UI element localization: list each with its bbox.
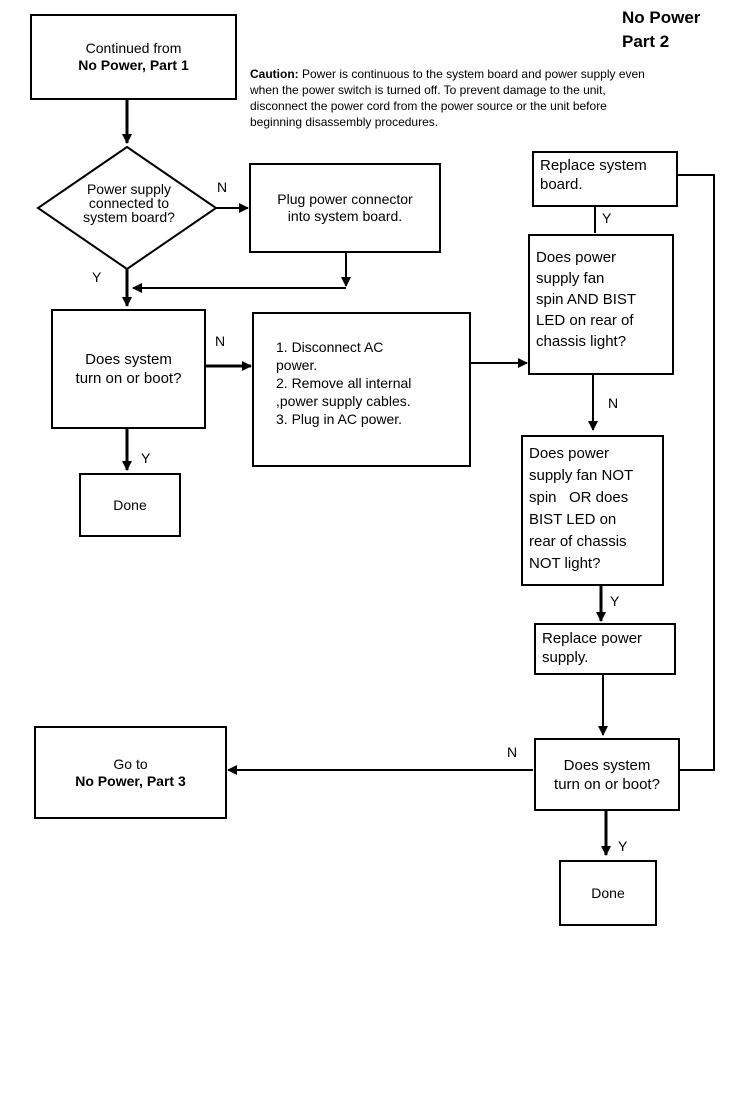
go-to-part3-line2: No Power, Part 3 [75, 772, 186, 789]
disconnect-line5: 3. Plug in AC power. [276, 411, 403, 427]
fan-spin-line5: chassis light? [536, 333, 627, 350]
replace-board-box: Replace system board. [532, 151, 678, 207]
fan-not-spin-line4: BIST LED on [529, 511, 617, 528]
edge-label-n1: N [217, 179, 228, 195]
psu-connected-line1: Power supply [86, 181, 172, 197]
does-boot-2-line1: Does system [563, 756, 651, 774]
fan-not-spin-line3: spin OR does [529, 489, 629, 506]
does-boot-1-line1: Does system [85, 351, 172, 368]
does-boot-box-2: Does system turn on or boot? [534, 738, 680, 811]
edge-label-y5: Y [618, 838, 628, 854]
does-boot-box-1: Does system turn on or boot? [51, 309, 206, 429]
edge-label-y3: Y [602, 210, 612, 226]
page-title: No Power Part 2 [622, 6, 700, 54]
psu-connected-decision: Power supply connected to system board? [60, 182, 198, 224]
does-boot-1-line2: turn on or boot? [75, 370, 182, 387]
replace-psu-line2: supply. [542, 649, 589, 666]
start-line1: Continued from [85, 40, 182, 56]
fan-not-spin-line1: Does power [529, 445, 610, 462]
go-to-part3-line1: Go to [113, 755, 148, 772]
disconnect-box: 1. Disconnect AC power. 2. Remove all in… [252, 312, 471, 467]
page-title-line2: Part 2 [622, 32, 670, 51]
disconnect-line1: 1. Disconnect AC [276, 339, 384, 355]
disconnect-line2: power. [276, 357, 318, 373]
edge-label-n2: N [215, 333, 226, 349]
edge-label-y1: Y [92, 269, 102, 285]
fan-not-spin-line2: supply fan NOT [529, 467, 634, 484]
done-2-label: Done [591, 884, 625, 901]
psu-connected-line3: system board? [83, 209, 175, 225]
fan-spin-line4: LED on rear of [536, 312, 634, 329]
plug-connector-line2: into system board. [287, 208, 403, 224]
replace-board-line1: Replace system [540, 157, 647, 174]
replace-psu-line1: Replace power [542, 630, 643, 647]
page-title-line1: No Power [622, 8, 701, 27]
fan-not-spin-box: Does power supply fan NOT spin OR does B… [521, 435, 664, 586]
edge-label-n3: N [608, 395, 619, 411]
edge-label-n4: N [507, 744, 518, 760]
psu-connected-line2: connected to [88, 195, 170, 211]
go-to-part3-box: Go to No Power, Part 3 [34, 726, 227, 819]
caution-label: Caution: [250, 67, 299, 81]
caution-note: Caution: Power is continuous to the syst… [250, 66, 660, 130]
start-box: Continued from No Power, Part 1 [30, 14, 237, 100]
done-box-1: Done [79, 473, 181, 537]
disconnect-line4: ,power supply cables. [276, 393, 411, 409]
fan-not-spin-line5: rear of chassis [529, 533, 627, 550]
done-box-2: Done [559, 860, 657, 926]
plug-connector-box: Plug power connector into system board. [249, 163, 441, 253]
start-line2: No Power, Part 1 [78, 57, 189, 73]
edge-replace-board-bypass [677, 174, 715, 771]
plug-connector-line1: Plug power connector [277, 191, 413, 207]
replace-psu-box: Replace power supply. [534, 623, 676, 675]
does-boot-2-line2: turn on or boot? [554, 775, 660, 793]
edge-label-y4: Y [610, 593, 620, 609]
replace-board-line2: board. [540, 176, 583, 193]
caution-text: Power is continuous to the system board … [250, 67, 645, 129]
fan-spin-box: Does power supply fan spin AND BIST LED … [528, 234, 674, 375]
fan-spin-line2: supply fan [536, 270, 605, 287]
edge-label-y2: Y [141, 450, 151, 466]
fan-spin-line3: spin AND BIST [536, 291, 637, 308]
disconnect-line3: 2. Remove all internal [276, 375, 412, 391]
fan-spin-line1: Does power [536, 249, 617, 266]
done-1-label: Done [113, 496, 147, 513]
fan-not-spin-line6: NOT light? [529, 555, 601, 572]
